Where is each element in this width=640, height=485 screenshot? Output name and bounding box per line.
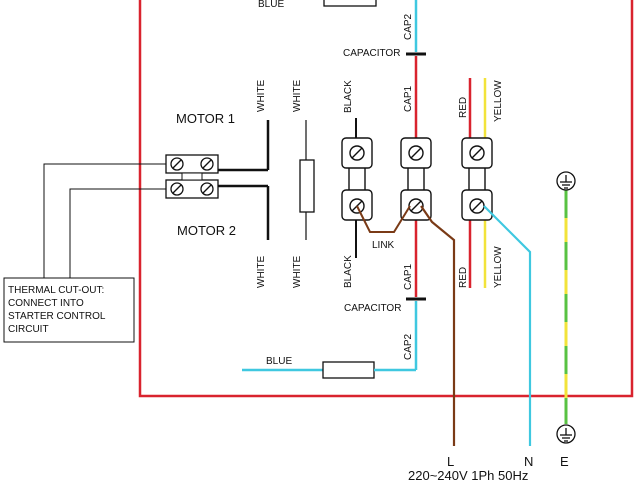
label-motor2: MOTOR 2	[177, 223, 236, 238]
label-yellow-bottom: YELLOW	[493, 246, 504, 288]
thermal-note-line-1: THERMAL CUT-OUT:	[8, 285, 104, 296]
label-white-m2-a: WHITE	[256, 255, 267, 288]
label-cap2-top: CAP2	[403, 13, 414, 40]
neutral-wire	[483, 205, 532, 446]
earth-symbol-bottom	[556, 424, 576, 444]
label-cap2-bottom: CAP2	[403, 333, 414, 360]
top-resistor	[323, 0, 377, 7]
label-motor1: MOTOR 1	[176, 111, 235, 126]
label-white-m1-b: WHITE	[292, 79, 303, 112]
earth-symbol-top	[556, 171, 576, 191]
label-supply: 220~240V 1Ph 50Hz	[408, 468, 528, 480]
terminal-block-cap1	[400, 137, 432, 221]
label-link: LINK	[372, 240, 395, 251]
terminal-block-red-yellow	[461, 137, 493, 221]
enclosure-border	[138, 0, 634, 398]
link-wire	[356, 205, 411, 233]
label-blue-bottom: BLUE	[266, 356, 292, 367]
label-capacitor-top: CAPACITOR	[343, 48, 400, 59]
label-white-m2-b: WHITE	[292, 255, 303, 288]
thermal-terminal-block	[165, 154, 219, 199]
thermal-note-line-4: CIRCUIT	[8, 324, 49, 335]
thermal-note-line-2: CONNECT INTO	[8, 298, 84, 309]
label-black-top: BLACK	[343, 80, 354, 113]
label-terminal-n: N	[524, 454, 533, 469]
label-black-bottom: BLACK	[343, 255, 354, 288]
label-red-top: RED	[458, 97, 469, 118]
label-terminal-e: E	[560, 454, 569, 469]
label-blue-top: BLUE	[258, 0, 284, 10]
live-wire	[420, 205, 456, 446]
thermal-note-line-3: STARTER CONTROL	[8, 311, 106, 322]
thermal-lead-outer	[43, 163, 166, 278]
bottom-resistor	[322, 361, 375, 379]
thermal-note-box	[3, 277, 135, 343]
thermal-lead-inner	[69, 188, 166, 278]
label-cap1-top: CAP1	[403, 85, 414, 112]
label-capacitor-bottom: CAPACITOR	[344, 303, 401, 314]
label-terminal-l: L	[447, 454, 454, 469]
label-red-bottom: RED	[458, 267, 469, 288]
terminal-block-black	[341, 137, 373, 221]
thermal-resistor	[299, 159, 315, 213]
label-yellow-top: YELLOW	[493, 80, 504, 122]
label-cap1-bottom: CAP1	[403, 263, 414, 290]
label-white-m1-a: WHITE	[256, 79, 267, 112]
